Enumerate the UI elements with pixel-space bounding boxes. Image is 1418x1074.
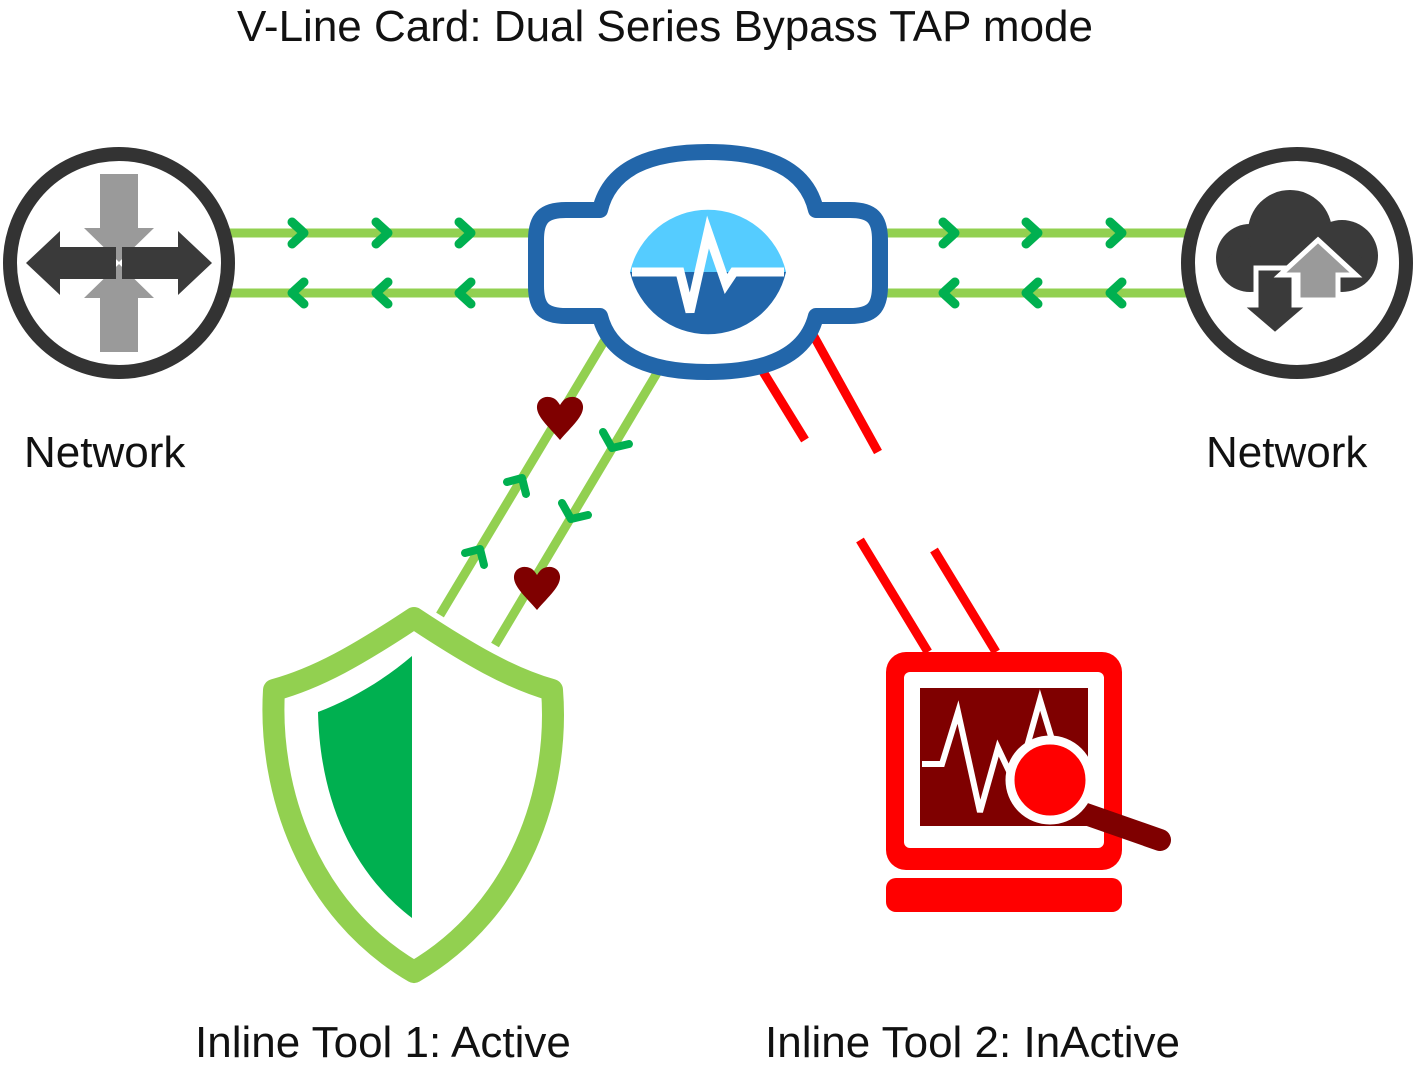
network-right-node[interactable]: [1181, 147, 1413, 379]
inline-tool-2-label: Inline Tool 2: InActive: [765, 1018, 1180, 1067]
right-network-links: [870, 217, 1190, 309]
arrow-left-icon: [1021, 277, 1043, 309]
inline-tool-2-node[interactable]: [886, 652, 1171, 912]
arrow-left-icon: [287, 277, 309, 309]
tool2-links: [758, 319, 1000, 655]
arrow-up-icon: [503, 474, 530, 498]
shield-icon: [262, 607, 564, 983]
heartbeat-pulse-icon: [630, 209, 786, 335]
left-network-links: [230, 217, 545, 309]
arrow-right-icon: [938, 217, 960, 249]
router-arrows-icon: [26, 174, 212, 352]
tool1-links: [436, 325, 664, 648]
arrow-right-icon: [1105, 217, 1127, 249]
arrow-right-icon: [287, 217, 309, 249]
monitor-magnifier-icon: [886, 652, 1171, 912]
heartbeat-heart-icon: [513, 566, 561, 610]
inline-tool-1-label: Inline Tool 1: Active: [195, 1018, 571, 1067]
network-left-label: Network: [24, 428, 186, 477]
network-left-node[interactable]: [3, 147, 235, 379]
arrow-right-icon: [1021, 217, 1043, 249]
arrow-left-icon: [454, 277, 476, 309]
arrow-down-icon: [558, 499, 592, 523]
arrow-up-icon: [461, 545, 488, 569]
arrow-right-icon: [454, 217, 476, 249]
vline-card[interactable]: [528, 144, 888, 380]
arrow-down-icon: [599, 428, 633, 452]
cloud-upload-download-icon: [1216, 190, 1378, 339]
heartbeat-heart-icon: [536, 396, 584, 440]
inline-tool-1-node[interactable]: [262, 607, 564, 983]
arrow-left-icon: [1105, 277, 1127, 309]
diagram-title: V-Line Card: Dual Series Bypass TAP mode: [237, 2, 1093, 51]
network-right-label: Network: [1206, 428, 1368, 477]
arrow-left-icon: [938, 277, 960, 309]
arrow-left-icon: [371, 277, 393, 309]
arrow-right-icon: [371, 217, 393, 249]
